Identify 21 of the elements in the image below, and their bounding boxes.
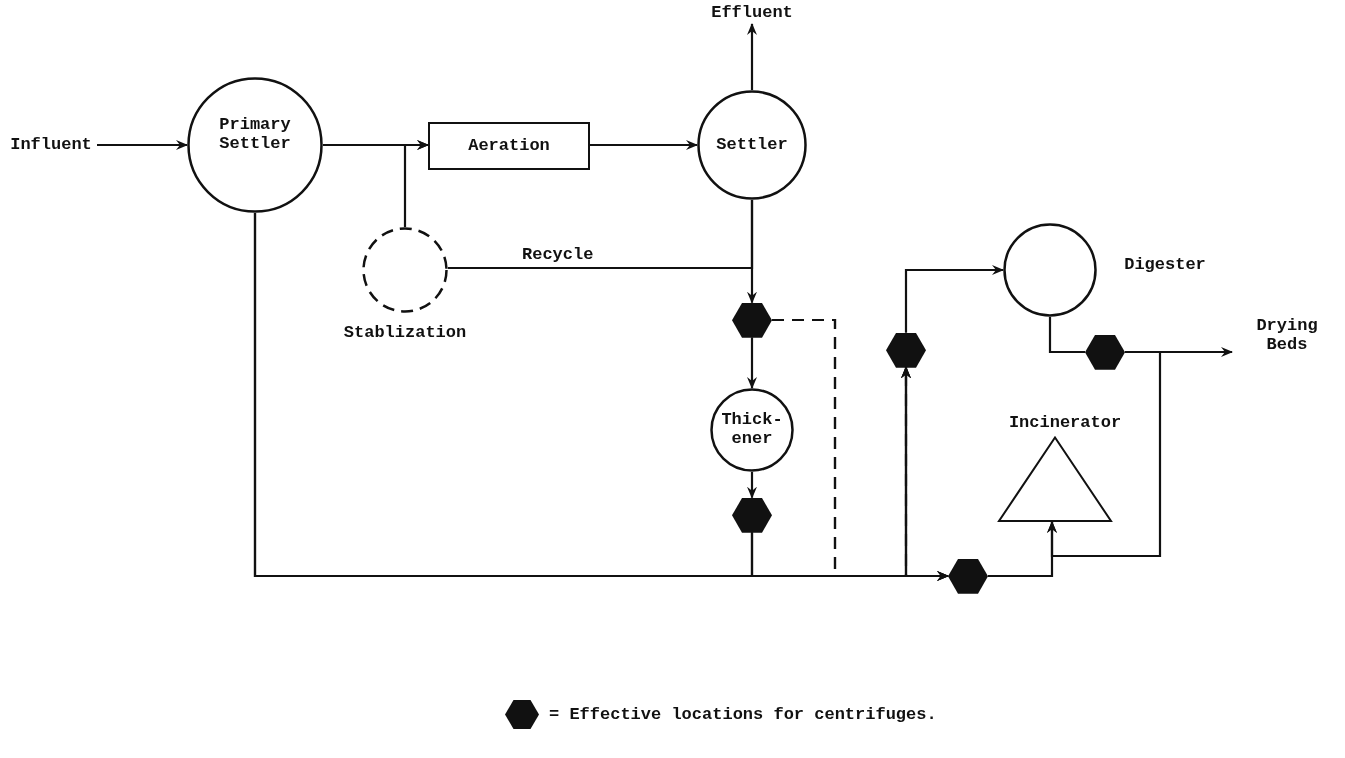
flow-arrow (747, 23, 757, 90)
flow-arrow (988, 521, 1057, 578)
node-label: Influent (10, 135, 92, 155)
flow-arrow (97, 140, 188, 150)
flow-arrow (747, 337, 757, 389)
node-label: Primary Settler (218, 116, 292, 154)
node-label: Drying Beds (1255, 317, 1319, 355)
node-label: Stablization (343, 323, 467, 343)
node-label: Effluent (711, 3, 793, 23)
node-label: Digester (1124, 255, 1206, 275)
edge-label: Recycle (520, 246, 596, 265)
flow-arrow (904, 265, 1004, 333)
node-label: Settler (716, 135, 788, 155)
flow-arrow (747, 472, 757, 499)
flow-arrow (590, 140, 698, 150)
node-label: Incinerator (1008, 413, 1122, 433)
flow-arrow (1048, 317, 1085, 354)
node-label: Thick- ener (720, 411, 784, 449)
legend-text: = Effective locations for centrifuges. (549, 705, 937, 724)
node-label: Aeration (468, 136, 550, 156)
flow-arrow (403, 140, 429, 227)
